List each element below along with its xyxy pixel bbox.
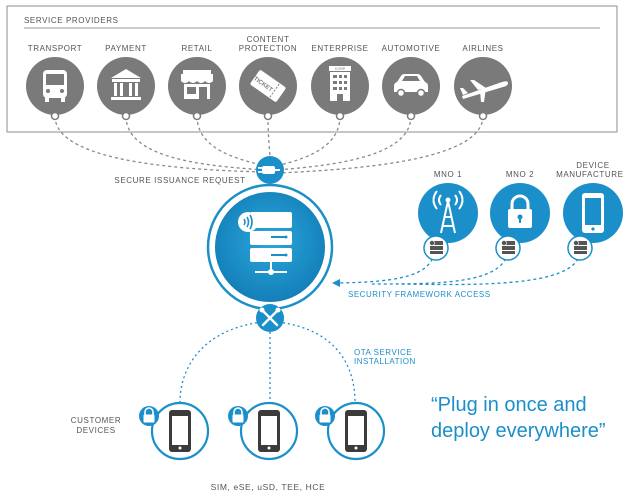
padlock-icon [508,194,532,228]
smartphone-icon [169,410,191,452]
customer-device-1 [139,401,210,461]
tools-connector [256,304,284,332]
server-badge-icon [495,235,521,261]
cell-tower-icon [432,190,464,234]
airplane-icon [460,80,508,102]
partner-label-device-line2: MANUFACTURER [556,170,624,179]
padlock-icon [139,406,159,426]
server-badge-icon [423,235,449,261]
partner-label-mno2: MNO 2 [506,170,534,179]
provider-label-enterprise: ENTERPRISE [311,44,368,53]
quote-line2: deploy everywhere” [431,420,606,442]
office-building-icon: CORP [329,66,351,101]
customer-device-3 [315,401,386,461]
server-badge-icon [567,235,593,261]
smartphone-icon [345,410,367,452]
arrowhead-icon [332,279,340,287]
customer-devices-line1: CUSTOMER [71,416,121,425]
partner-label-mno1: MNO 1 [434,170,462,179]
service-providers-title: SERVICE PROVIDERS [24,16,119,25]
provider-label-retail: RETAIL [181,44,212,53]
contactless-icon [238,212,258,232]
provider-icon-automotive [382,57,440,121]
car-icon [394,74,428,98]
partner-label-device-line1: DEVICE [576,161,609,170]
provider-icon-payment [97,57,155,121]
padlock-icon [315,406,335,426]
store-icon [181,70,213,99]
partner-mno1 [418,183,478,261]
provider-label-content-line2: PROTECTION [239,44,297,53]
provider-label-automotive: AUTOMOTIVE [382,44,441,53]
provider-icon-airlines [454,57,512,121]
security-framework-label: SECURITY FRAMEWORK ACCESS [348,290,491,299]
customer-device-2 [228,401,299,461]
ticket-icon: TICKET [250,70,286,102]
bank-icon [111,69,141,100]
provider-label-transport: TRANSPORT [28,44,83,53]
ota-label-line1: OTA SERVICE [354,348,412,357]
provider-connectors [54,115,484,174]
plug-connector [256,156,284,184]
padlock-icon [228,406,248,426]
server-stack-icon [238,212,292,275]
smartphone-icon [582,193,604,233]
provider-icon-content-protection: TICKET [239,57,297,121]
partner-device-manufacturer [563,183,623,261]
secure-issuance-label: SECURE ISSUANCE REQUEST [114,176,245,185]
customer-devices-line2: DEVICES [76,426,115,435]
central-platform-hub [206,183,334,311]
building-sign: CORP [335,67,346,71]
quote-line1: “Plug in once and [431,394,587,416]
wrench-screwdriver-icon [259,307,281,327]
device-connectors [179,321,356,403]
provider-label-payment: PAYMENT [105,44,147,53]
partner-mno2 [490,183,550,261]
device-types-label: SIM, eSE, uSD, TEE, HCE [211,482,326,492]
provider-icon-enterprise: CORP [311,57,369,121]
provider-label-content-line1: CONTENT [247,35,290,44]
partner-connectors [337,252,581,286]
provider-icon-transport [26,57,84,121]
provider-label-airlines: AIRLINES [462,44,503,53]
ota-label-line2: INSTALLATION [354,357,416,366]
bus-icon [43,70,67,102]
provider-icon-retail [168,57,226,121]
plug-icon [258,166,280,174]
smartphone-icon [258,410,280,452]
